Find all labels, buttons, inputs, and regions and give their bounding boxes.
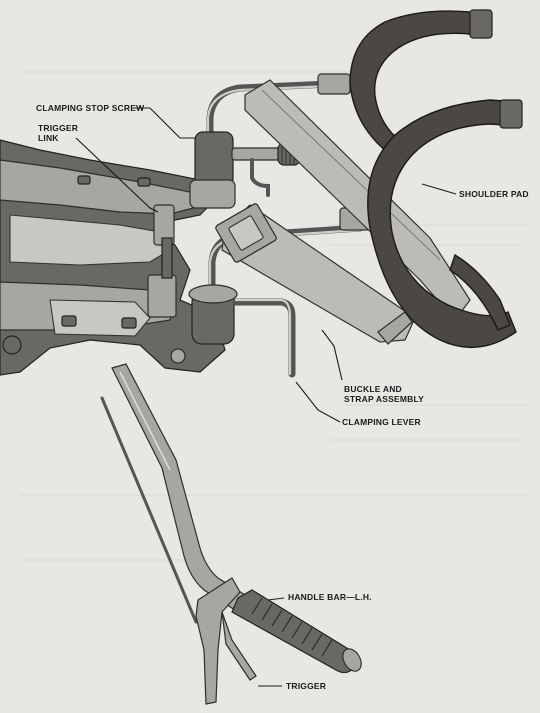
- trigger-link-parts: [147, 204, 177, 318]
- label-trigger-link-line1: TRIGGER: [38, 123, 79, 133]
- label-trigger-link-line2: LINK: [38, 133, 59, 143]
- handle-bar: [100, 363, 362, 705]
- label-shoulder-pad: SHOULDER PAD: [459, 189, 529, 199]
- leader-lines: [75, 107, 457, 687]
- upper-clamp: [189, 73, 351, 209]
- shoulder-pad: [367, 99, 523, 349]
- handle-grip: [231, 589, 362, 674]
- label-clamping-stop-screw: CLAMPING STOP SCREW: [36, 103, 145, 113]
- label-trigger: TRIGGER: [286, 681, 327, 691]
- label-buckle-line1: BUCKLE AND: [344, 384, 402, 394]
- frame-housing: [0, 139, 226, 376]
- label-buckle-line2: STRAP ASSEMBLY: [344, 394, 424, 404]
- buckle-and-strap: [215, 203, 416, 345]
- label-clamping-lever: CLAMPING LEVER: [342, 417, 421, 427]
- label-handle-bar: HANDLE BAR—L.H.: [288, 592, 372, 602]
- shoulder-pad-upper: [349, 9, 493, 159]
